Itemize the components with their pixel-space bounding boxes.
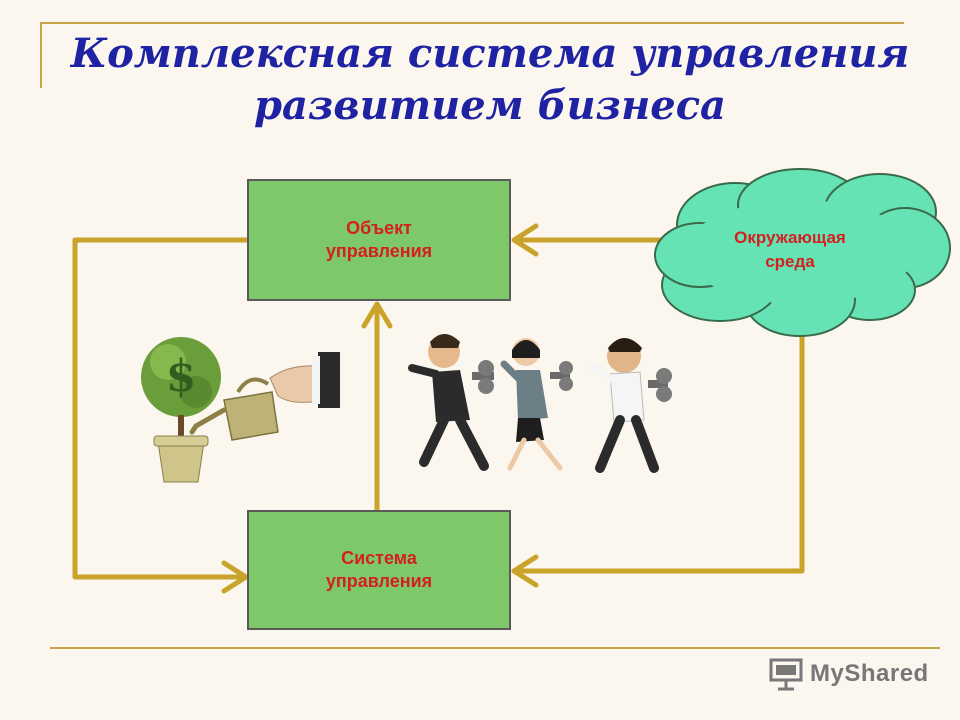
arrow-environment-to-system — [511, 327, 805, 588]
arrow-environment-to-object — [511, 223, 668, 257]
environment-line-1: Окружающая — [734, 228, 846, 247]
system-box-line-2: управления — [325, 571, 433, 591]
page-title: Комплексная система управления развитием… — [60, 28, 920, 132]
environment-label: Окружающая среда — [690, 226, 890, 274]
person-1 — [408, 334, 494, 471]
watering-can-icon — [189, 352, 340, 441]
person-2 — [500, 338, 573, 471]
object-of-management-box: Объект управления — [247, 179, 511, 301]
arrow-system-to-object — [361, 301, 393, 513]
presentation-board-icon — [769, 658, 803, 691]
title-rule-left — [40, 22, 42, 88]
system-box-line-1: Система — [341, 548, 417, 568]
money-tree-icon: $ — [141, 337, 221, 483]
person-3 — [590, 338, 672, 473]
title-rule-top — [40, 22, 904, 24]
title-line-2: развитием бизнеса — [254, 82, 726, 129]
title-line-1: Комплексная система управления — [70, 30, 910, 77]
bottom-rule — [50, 647, 940, 649]
walking-people-icon — [408, 334, 672, 473]
arrow-object-to-system — [72, 237, 250, 594]
environment-line-2: среда — [765, 252, 815, 271]
watermark: MyShared — [768, 657, 929, 691]
management-system-box: Система управления — [247, 510, 511, 630]
svg-text:$: $ — [166, 351, 197, 402]
object-box-line-2: управления — [325, 241, 433, 261]
watermark-text: MyShared — [810, 660, 929, 687]
object-box-line-1: Объект — [346, 218, 412, 238]
cloud-inner — [685, 200, 915, 304]
